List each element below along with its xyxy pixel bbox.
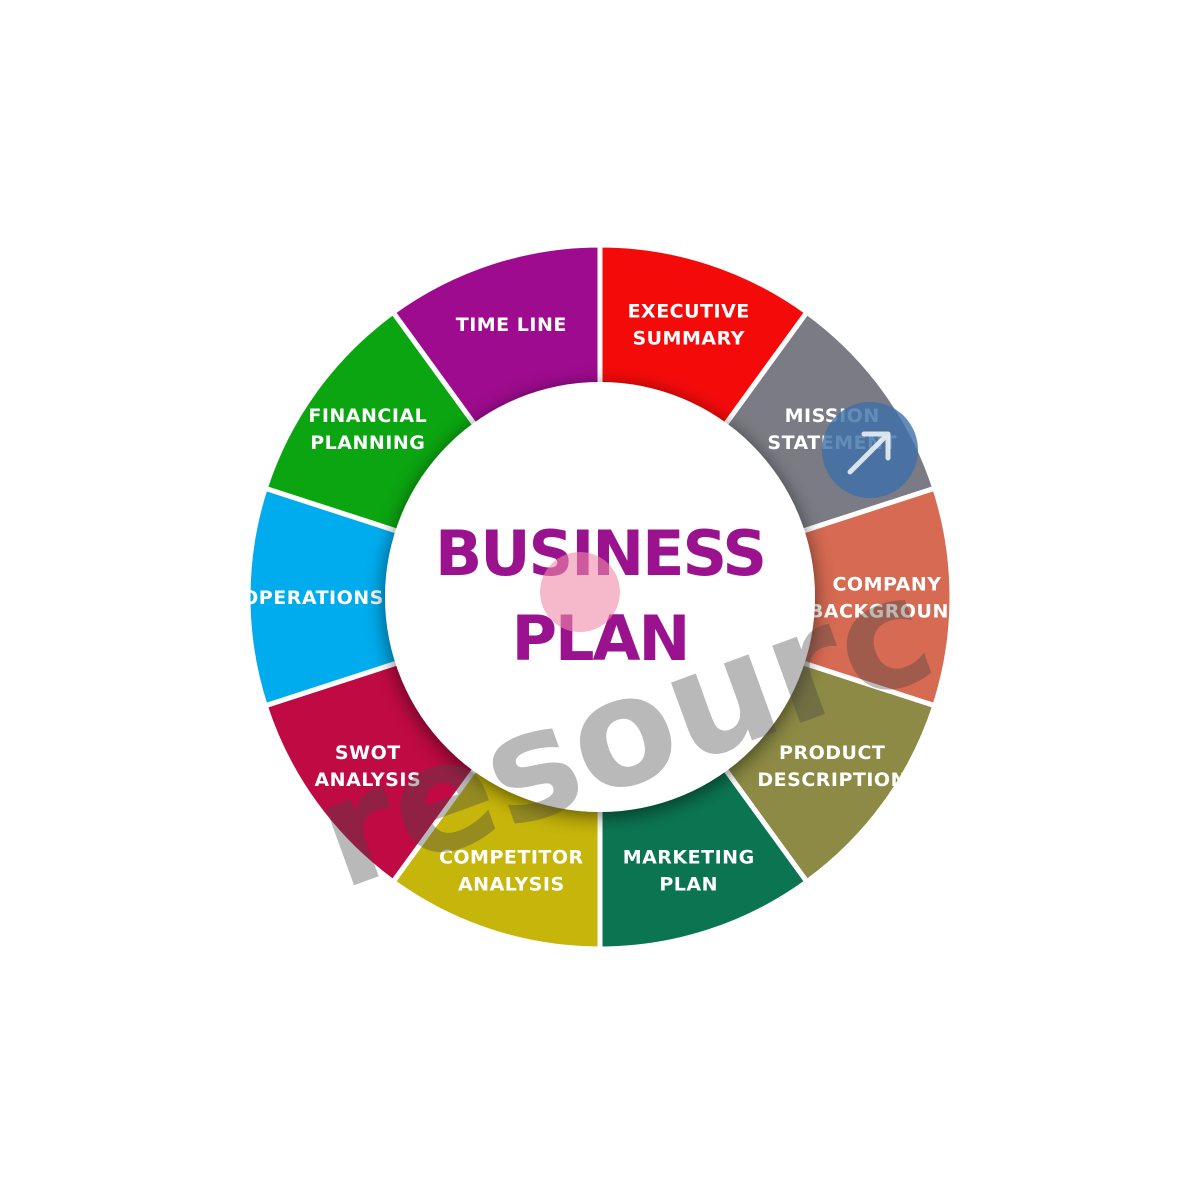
arrow-up-icon [822,402,918,498]
watermark-dot [540,552,620,632]
segment-label: OPERATIONS [242,587,384,609]
segment-label: TIME LINE [456,314,567,336]
